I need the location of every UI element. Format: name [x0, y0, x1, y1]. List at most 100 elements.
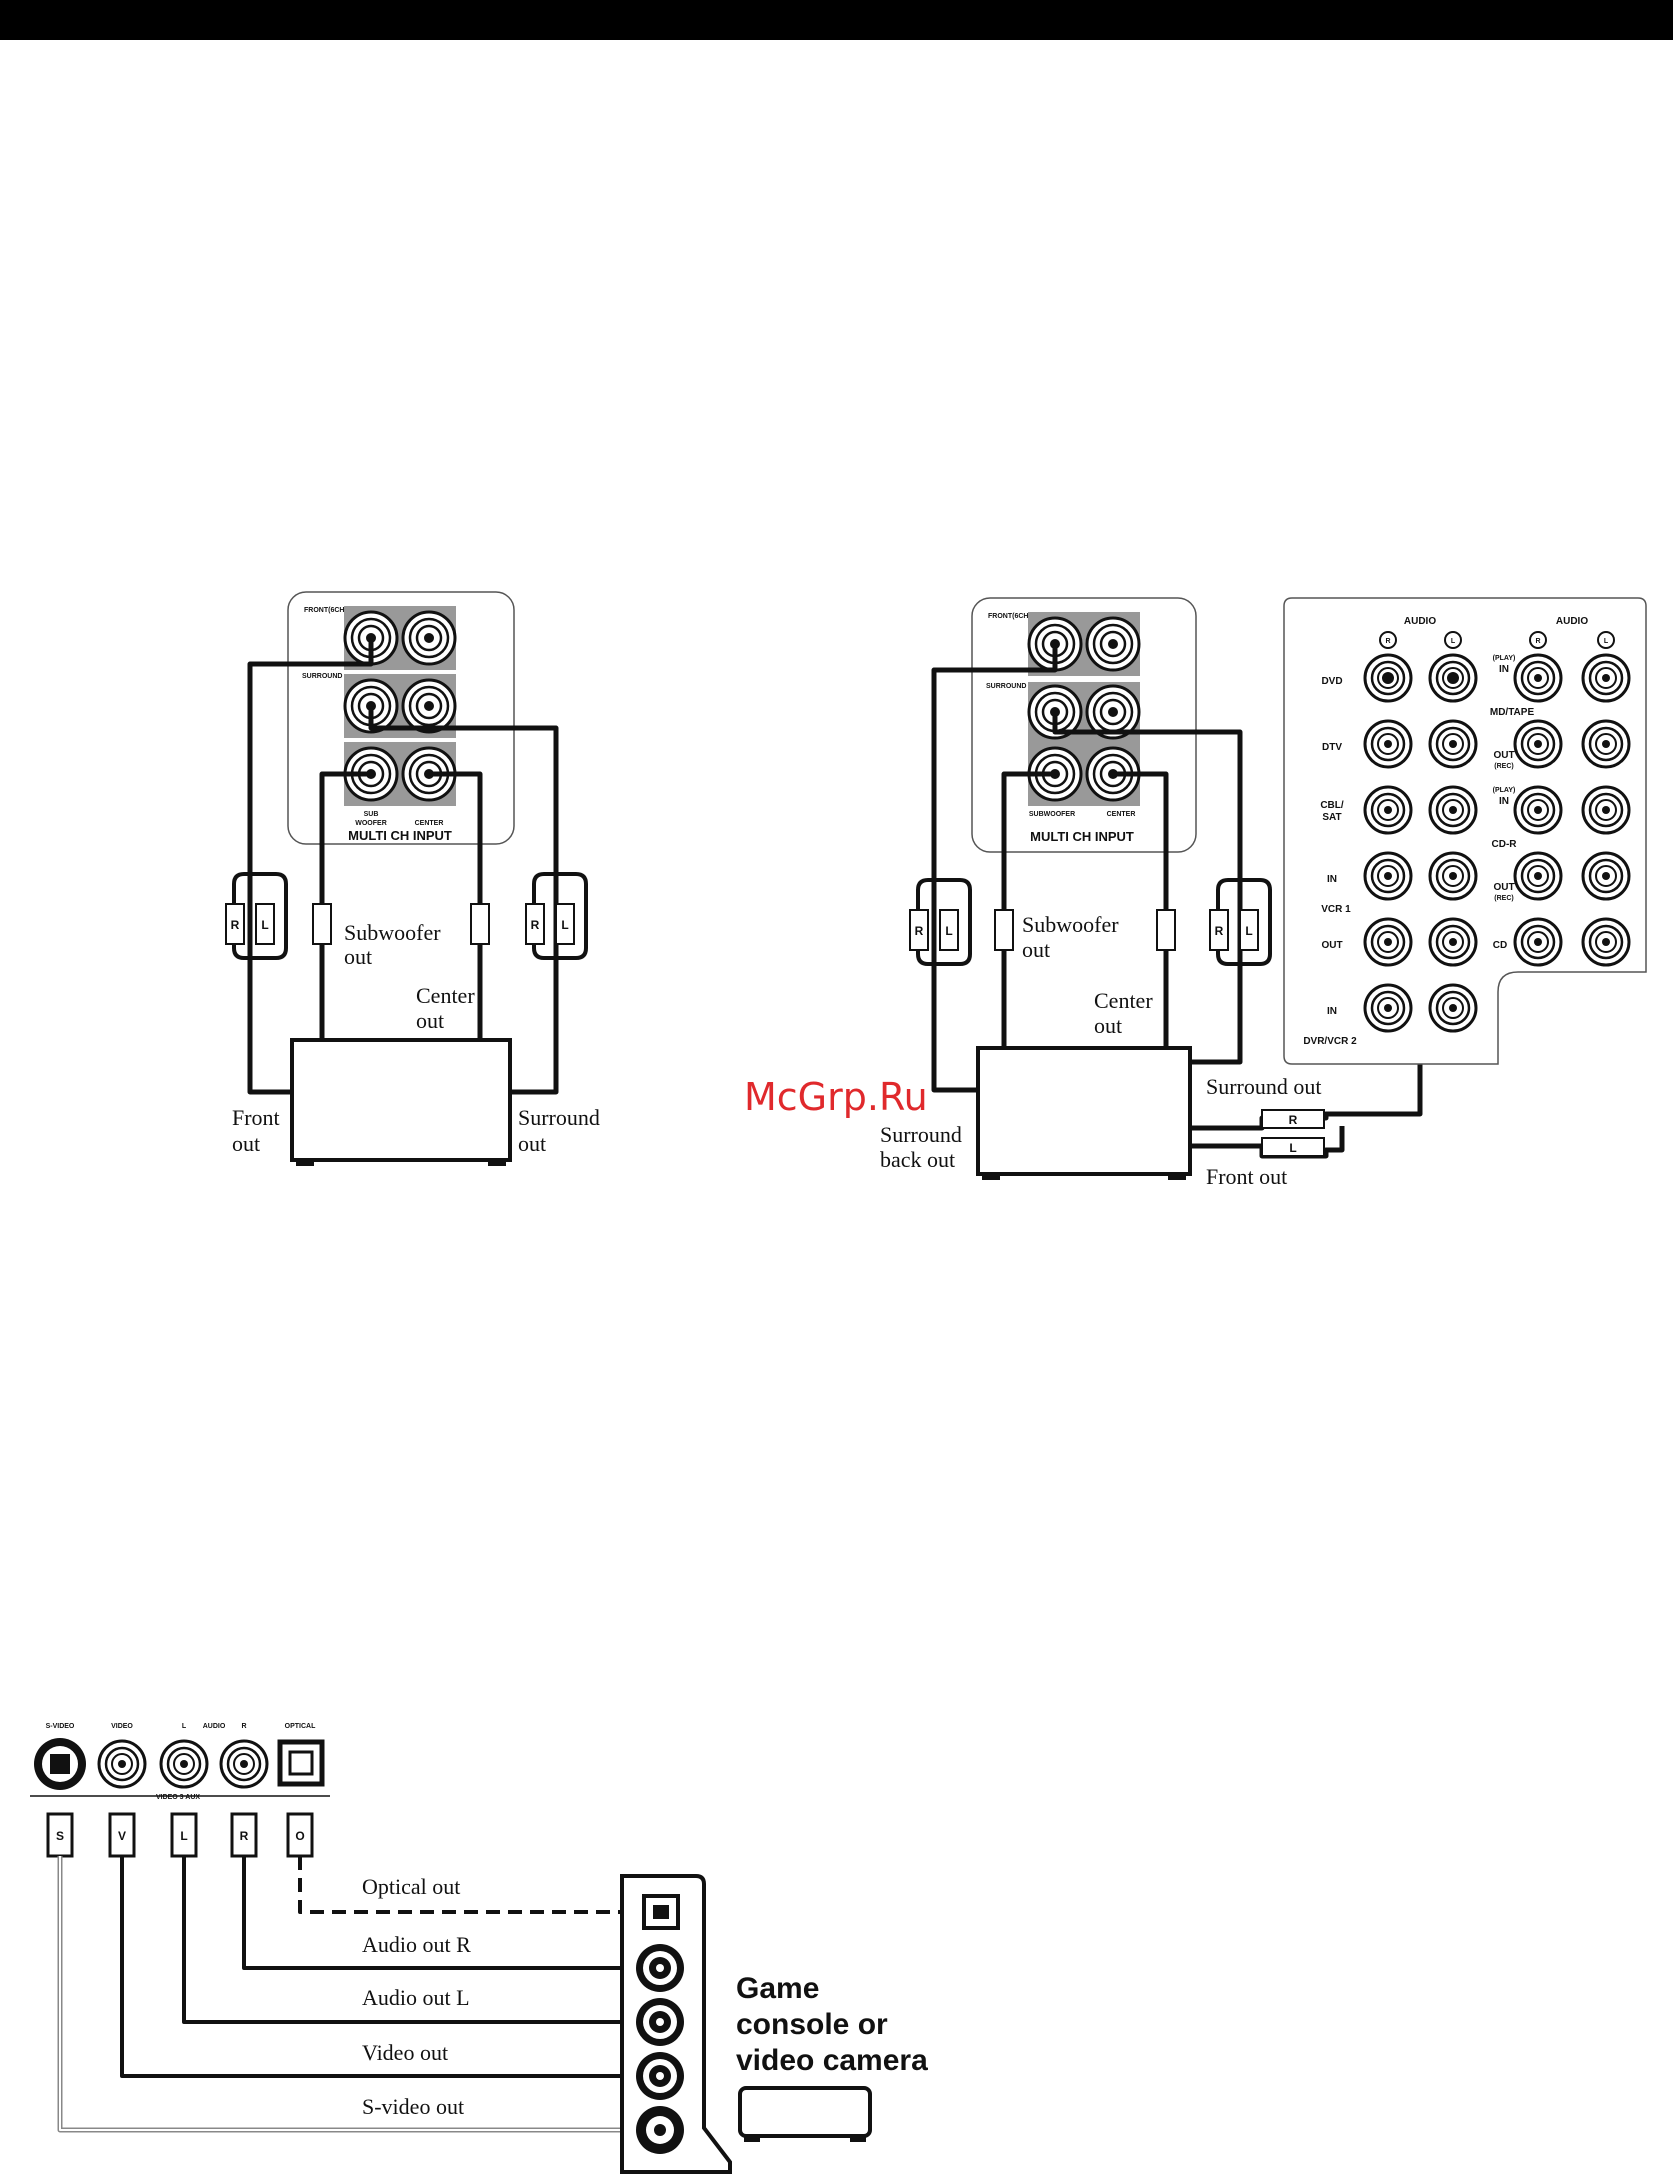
l-mark: L: [1604, 638, 1609, 645]
front-l-jack-b: [1085, 616, 1141, 672]
r-mark: R: [1385, 638, 1390, 645]
surround-out-label: Surround: [518, 1105, 600, 1130]
surround-label: SURROUND: [302, 673, 342, 680]
dvr-in-label: IN: [1327, 1006, 1337, 1017]
front-out-plug-l: L: [1289, 1141, 1296, 1155]
svideo-out-label: S-video out: [362, 2094, 464, 2119]
video3-aux-label: VIDEO 3 AUX: [156, 1794, 200, 1801]
optical-jack: [277, 1739, 325, 1787]
vcr1-label: VCR 1: [1321, 904, 1351, 915]
plug-r: R: [531, 918, 540, 932]
sub-label: SUB: [364, 811, 379, 818]
l-mark: L: [1451, 638, 1456, 645]
l-jack-label: L: [182, 1723, 187, 1730]
diagram-b: FRONT(6CH/SB/8CH) SURROUND SUBWOOFER CEN…: [880, 597, 1647, 1189]
source-box-b: [976, 1046, 1192, 1176]
cd-label: CD: [1493, 940, 1507, 951]
surround-l-jack: [401, 678, 457, 734]
md-in-label: IN: [1499, 664, 1509, 675]
surround-out-label-b: Surround out: [1206, 1074, 1322, 1099]
cdr-in-label: IN: [1499, 796, 1509, 807]
plug-r-b: R: [915, 924, 924, 938]
surround-out-label-2: out: [518, 1131, 546, 1156]
optical-jack-label: OPTICAL: [285, 1723, 316, 1730]
surround-back-out-label-2: back out: [880, 1147, 955, 1172]
multi-ch-input-title-b: MULTI CH INPUT: [1030, 829, 1134, 844]
surround-label-b: SURROUND: [986, 683, 1026, 690]
diagram-a: FRONT(6CH/SB/8CH) SURROUND SUB WOOFER CE…: [225, 591, 600, 1166]
video-jack-label: VIDEO: [111, 1723, 133, 1730]
front-out-label: Front: [232, 1105, 280, 1130]
plug-r-b: R: [1215, 924, 1224, 938]
device-label-1: Game: [736, 1972, 819, 2005]
play-label-2: (PLAY): [1493, 787, 1516, 794]
subwoofer-out-label: Subwoofer: [344, 920, 441, 945]
audio-out-r-port: [636, 1944, 684, 1992]
dvr-vcr2-label: DVR/VCR 2: [1303, 1036, 1357, 1047]
v-plug: V: [118, 1829, 126, 1843]
front-out-label-2: out: [232, 1131, 260, 1156]
audio-l-jack: [159, 1739, 209, 1789]
surround-back-out-label: Surround: [880, 1122, 962, 1147]
audio-out-l-port: [636, 1998, 684, 2046]
front-out-label-b: Front out: [1206, 1164, 1287, 1189]
optical-out-label: Optical out: [362, 1874, 460, 1899]
vcr1-out-label: OUT: [1321, 940, 1342, 951]
vcr1-in-label: IN: [1327, 874, 1337, 885]
device-label-2: console or: [736, 2008, 888, 2041]
r-plug: R: [240, 1829, 249, 1843]
dtv-label: DTV: [1322, 742, 1342, 753]
audio-header-1: AUDIO: [1404, 616, 1436, 627]
video-jack: [97, 1739, 147, 1789]
rec-label: (REC): [1494, 763, 1513, 770]
md-tape-label: MD/TAPE: [1490, 707, 1535, 718]
subwoofer-out-label-b-2: out: [1022, 937, 1050, 962]
center-label: CENTER: [415, 820, 444, 827]
front-label-b: FRONT(6CH/SB/8CH): [988, 613, 1058, 620]
audio-r-jack: [219, 1739, 269, 1789]
o-plug: O: [295, 1829, 304, 1843]
center-label-b: CENTER: [1107, 811, 1136, 818]
center-out-label-2: out: [416, 1008, 444, 1033]
s-plug: S: [56, 1829, 64, 1843]
plug-l: L: [561, 918, 568, 932]
cdr-out-label: OUT: [1493, 882, 1514, 893]
sat-label: SAT: [1322, 812, 1341, 823]
diagram-c: S-VIDEO VIDEO L AUDIO R OPTICAL VIDEO 3 …: [30, 1723, 928, 2174]
header-bar: [0, 0, 1673, 40]
cd-r-label: CD-R: [1492, 839, 1518, 850]
l-plug: L: [180, 1829, 187, 1843]
audio-header-2: AUDIO: [1556, 616, 1588, 627]
center-out-label-b-2: out: [1094, 1013, 1122, 1038]
multi-ch-input-title: MULTI CH INPUT: [348, 828, 452, 843]
dvd-label: DVD: [1321, 676, 1342, 687]
subwoofer-out-label-2: out: [344, 944, 372, 969]
front-l-jack: [401, 610, 457, 666]
r-mark: R: [1535, 638, 1540, 645]
front-label: FRONT(6CH/SB/8CH): [304, 607, 374, 614]
audio-out-l-label: Audio out L: [362, 1985, 470, 2010]
plug-l-b: L: [945, 924, 952, 938]
rec-label-2: (REC): [1494, 895, 1513, 902]
svideo-jack-label: S-VIDEO: [46, 1723, 75, 1730]
plug-l: L: [261, 918, 268, 932]
audio-jack-label: AUDIO: [203, 1723, 226, 1730]
md-out-label: OUT: [1493, 750, 1514, 761]
woofer-label: WOOFER: [355, 820, 387, 827]
subwoofer-out-label-b: Subwoofer: [1022, 912, 1119, 937]
watermark-text: McGrp.Ru: [744, 1075, 928, 1119]
plug-r: R: [231, 918, 240, 932]
subwoofer-label-b: SUBWOOFER: [1029, 811, 1075, 818]
front-out-plug-r: R: [1289, 1113, 1298, 1127]
audio-out-r-label: Audio out R: [362, 1932, 471, 1957]
play-label: (PLAY): [1493, 655, 1516, 662]
cbl-label: CBL/: [1320, 800, 1344, 811]
plug-l-b: L: [1245, 924, 1252, 938]
video-out-label: Video out: [362, 2040, 448, 2065]
center-out-label: Center: [416, 983, 475, 1008]
source-box: [290, 1038, 512, 1162]
game-console-device: [738, 2086, 872, 2138]
r-jack-label: R: [241, 1723, 246, 1730]
center-out-label-b: Center: [1094, 988, 1153, 1013]
